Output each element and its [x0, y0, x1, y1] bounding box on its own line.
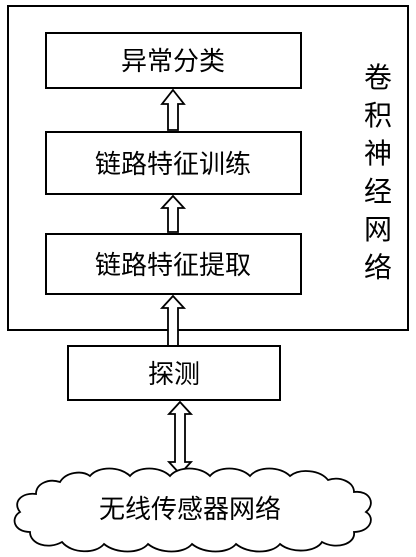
link-feature-training-box — [45, 131, 302, 195]
arrow-train-to-classify-icon — [160, 88, 186, 131]
cnn-container — [7, 5, 409, 331]
probe-label: 探测 — [148, 360, 200, 390]
arrow-bidirectional-icon — [166, 400, 194, 476]
anomaly-classification-label: 异常分类 — [121, 47, 225, 77]
anomaly-classification-box — [45, 32, 302, 89]
arrow-probe-to-extract-icon — [159, 294, 187, 347]
wsn-label: 无线传感器网络 — [99, 495, 281, 525]
arrow-extract-to-train-icon — [159, 194, 187, 233]
link-feature-training-label: 链路特征训练 — [95, 150, 251, 180]
link-feature-extraction-label: 链路特征提取 — [95, 251, 251, 281]
wsn-cloud-shape — [13, 467, 372, 553]
link-feature-extraction-box — [45, 233, 302, 295]
cnn-side-label-text: 卷积神经网络 — [364, 61, 392, 284]
probe-box — [67, 345, 281, 401]
cnn-side-label: 卷积神经网络 — [364, 61, 392, 284]
